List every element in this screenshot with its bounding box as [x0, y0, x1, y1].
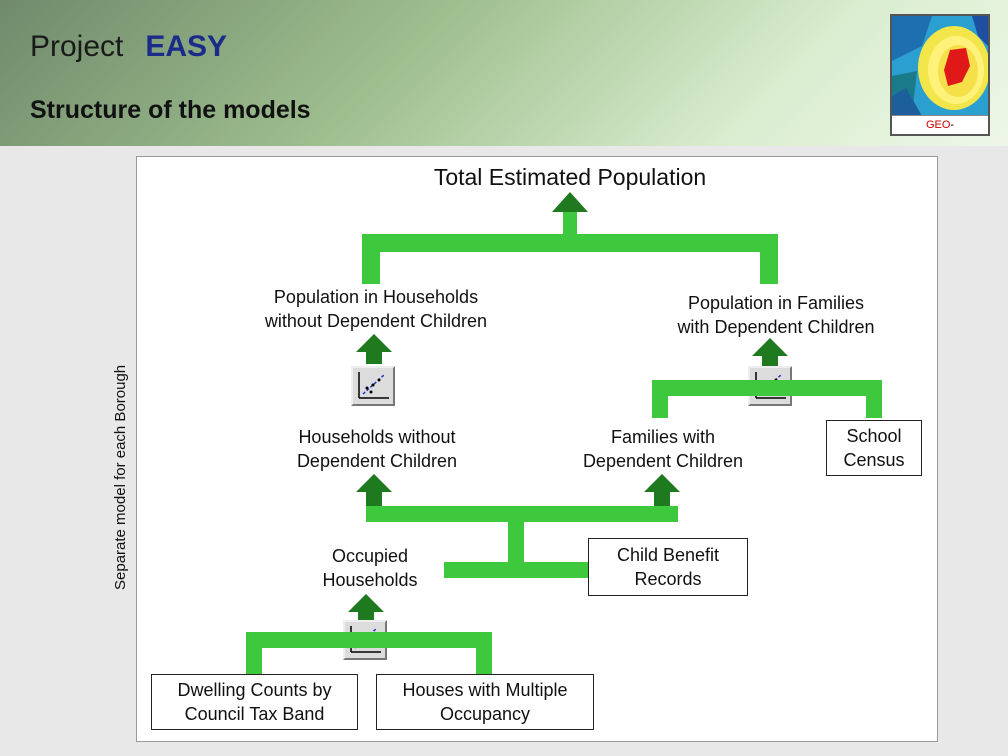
- connector-top-right-leg: [760, 234, 778, 284]
- page-title: Project EASY: [30, 30, 227, 64]
- arrow-hh-without: [356, 474, 392, 510]
- title-project-name: EASY: [145, 30, 228, 63]
- connector-bottom-bar: [246, 632, 492, 648]
- node-total-estimated-population: Total Estimated Population: [433, 164, 707, 190]
- scatter-model-icon: [351, 366, 395, 406]
- connector-bottom-right-leg: [476, 632, 492, 676]
- connector-families-bar: [652, 380, 882, 396]
- geo-information-logo: GEO-INFORMATION: [890, 14, 990, 136]
- connector-school-leg: [866, 380, 882, 418]
- logo-caption: GEO-INFORMATION: [892, 115, 988, 134]
- connector-top-bar: [362, 234, 776, 252]
- arrow-pop-without: [356, 334, 392, 364]
- connector-child-benefit-bar: [444, 562, 590, 578]
- connector-bottom-left-leg: [246, 632, 262, 676]
- header-banner: Project EASY Structure of the models GEO-…: [0, 0, 1008, 146]
- connector-top-left-leg: [362, 234, 380, 284]
- arrow-occupied: [348, 594, 384, 622]
- logo-map-graphic: [892, 16, 988, 116]
- page-subtitle: Structure of the models: [30, 96, 311, 124]
- connector-top-stem: [563, 208, 577, 240]
- arrow-total-population: [552, 192, 588, 212]
- arrow-pop-with: [752, 338, 788, 366]
- arrow-fam-with: [644, 474, 680, 510]
- title-prefix: Project: [30, 30, 124, 63]
- connector-middle-stem: [508, 506, 524, 576]
- side-label: Separate model for each Borough: [112, 364, 129, 590]
